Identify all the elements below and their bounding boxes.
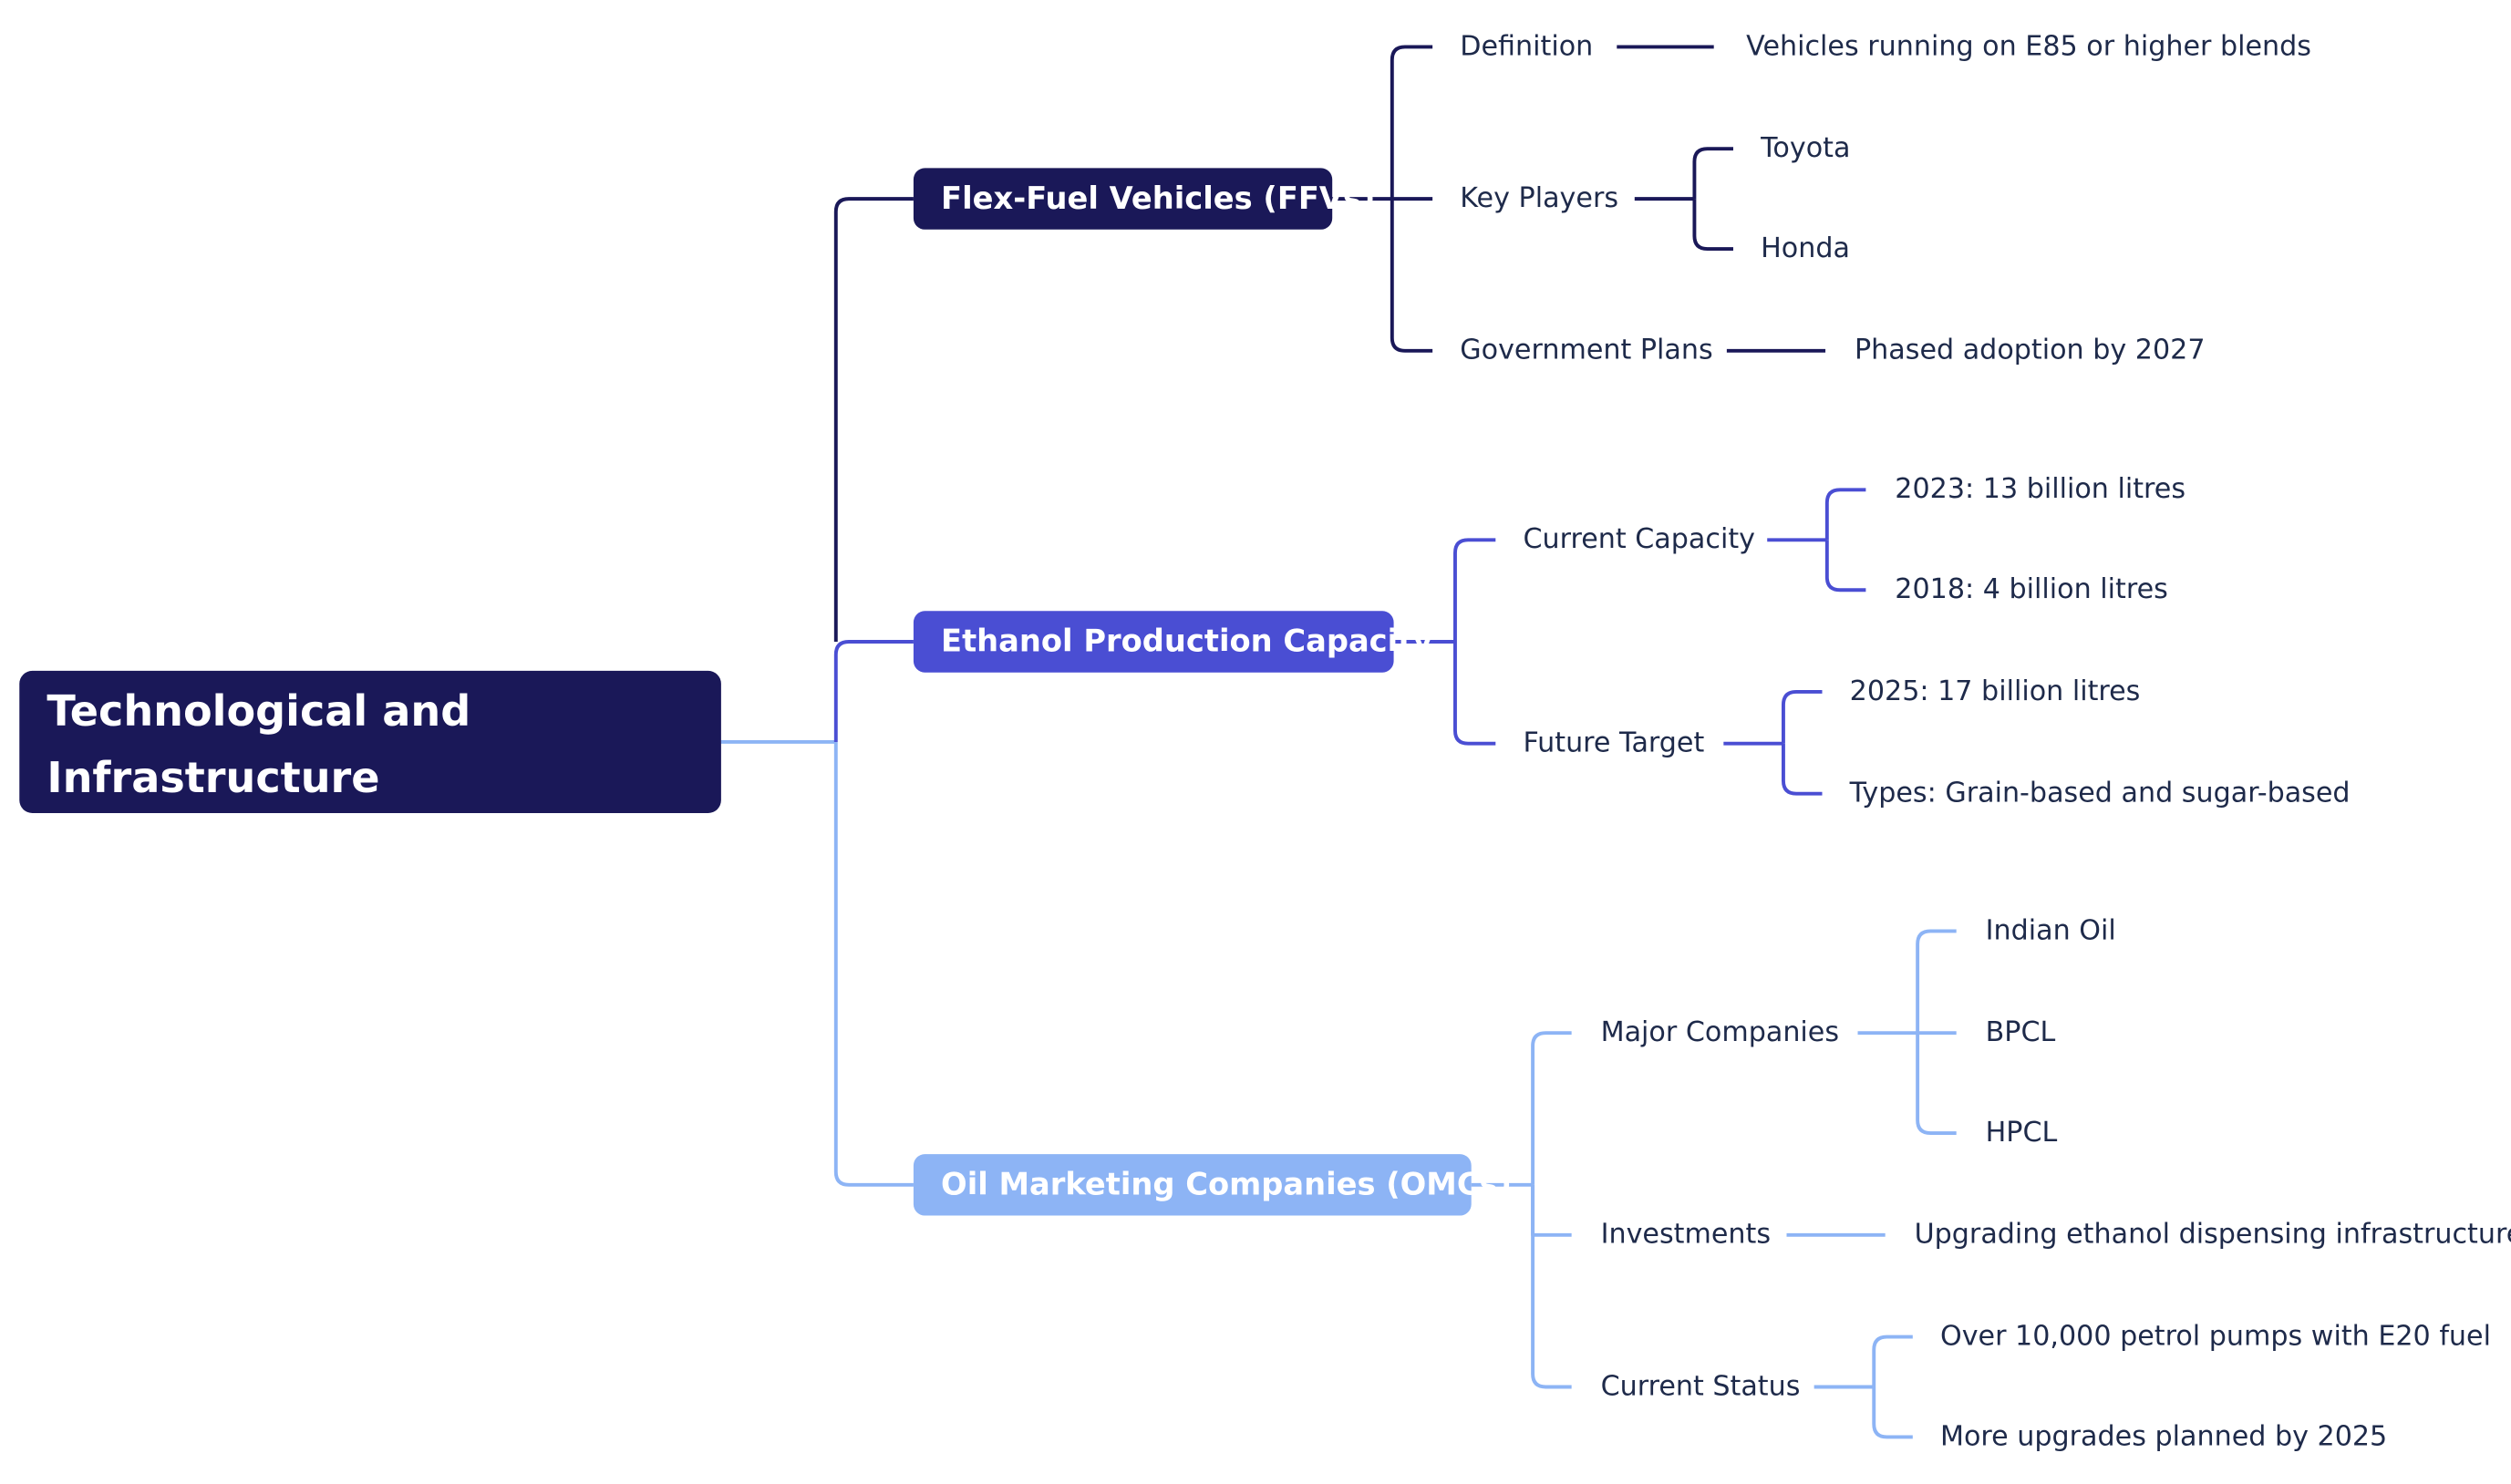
connector-current-to-2023 bbox=[1824, 488, 1866, 541]
node-major-companies[interactable]: Major Companies bbox=[1600, 1016, 1840, 1049]
leaf-2025-target[interactable]: 2025: 17 billion litres bbox=[1849, 675, 2141, 708]
connector-ffv-to-govplans bbox=[1390, 199, 1433, 353]
leaf-bpcl[interactable]: BPCL bbox=[1985, 1016, 2056, 1049]
branch-omc-label: Oil Marketing Companies (OMCs) bbox=[941, 1167, 1513, 1203]
connector-status-to-upgrades bbox=[1872, 1386, 1913, 1439]
leaf-upgrading-infrastructure[interactable]: Upgrading ethanol dispensing infrastruct… bbox=[1914, 1219, 2511, 1252]
connector-root-to-omc bbox=[833, 741, 914, 1187]
node-key-players[interactable]: Key Players bbox=[1460, 182, 1619, 215]
branch-ffv-label: Flex-Fuel Vehicles (FFVs) bbox=[941, 180, 1376, 217]
leaf-2018-capacity[interactable]: 2018: 4 billion litres bbox=[1895, 573, 2168, 606]
leaf-2023-capacity[interactable]: 2023: 13 billion litres bbox=[1895, 473, 2186, 507]
connector-omc-to-investments bbox=[1531, 1184, 1572, 1237]
connector-keyplayers-to-honda bbox=[1692, 199, 1733, 252]
connector-current-to-2018 bbox=[1824, 540, 1866, 593]
connector-ffv-to-definition bbox=[1390, 45, 1433, 200]
node-current-capacity[interactable]: Current Capacity bbox=[1523, 523, 1756, 557]
leaf-indian-oil[interactable]: Indian Oil bbox=[1985, 914, 2116, 948]
connector-ethanol-to-current bbox=[1453, 538, 1496, 643]
node-current-status[interactable]: Current Status bbox=[1600, 1370, 1801, 1404]
connector-omc-to-major bbox=[1531, 1031, 1572, 1185]
node-future-target[interactable]: Future Target bbox=[1523, 727, 1705, 760]
connector-future-to-types bbox=[1781, 743, 1823, 796]
node-definition[interactable]: Definition bbox=[1460, 30, 1594, 64]
connector-major-to-hpcl bbox=[1916, 1033, 1957, 1136]
leaf-hpcl[interactable]: HPCL bbox=[1985, 1117, 2058, 1149]
connector-root-to-ffv bbox=[833, 197, 914, 643]
connector-omc-to-status bbox=[1531, 1184, 1572, 1389]
branch-ethanol[interactable]: Ethanol Production Capacity bbox=[913, 611, 1432, 673]
connector-future-to-2025 bbox=[1781, 690, 1823, 744]
leaf-petrol-pumps[interactable]: Over 10,000 petrol pumps with E20 fuel bbox=[1939, 1320, 2491, 1354]
leaf-types[interactable]: Types: Grain-based and sugar-based bbox=[1849, 777, 2351, 810]
root-node[interactable]: Technological and Infrastructure Develop… bbox=[19, 670, 721, 870]
node-investments[interactable]: Investments bbox=[1600, 1219, 1772, 1252]
connector-major-to-indianoil bbox=[1916, 929, 1957, 1034]
root-label: Technological and Infrastructure Develop… bbox=[46, 688, 471, 871]
leaf-toyota[interactable]: Toyota bbox=[1761, 132, 1851, 165]
connector-root-to-ethanol bbox=[833, 640, 914, 742]
leaf-definition-text[interactable]: Vehicles running on E85 or higher blends bbox=[1746, 30, 2311, 64]
branch-ffv[interactable]: Flex-Fuel Vehicles (FFVs) bbox=[913, 168, 1375, 230]
leaf-honda[interactable]: Honda bbox=[1761, 232, 1850, 265]
branch-omc[interactable]: Oil Marketing Companies (OMCs) bbox=[913, 1154, 1512, 1216]
branch-ethanol-label: Ethanol Production Capacity bbox=[941, 623, 1433, 660]
connector-keyplayers-to-toyota bbox=[1692, 147, 1733, 200]
connector-ethanol-to-future bbox=[1453, 642, 1496, 746]
connector-status-to-pumps bbox=[1872, 1335, 1913, 1387]
leaf-more-upgrades[interactable]: More upgrades planned by 2025 bbox=[1939, 1420, 2388, 1454]
node-government-plans[interactable]: Government Plans bbox=[1460, 335, 1713, 367]
leaf-phased-adoption[interactable]: Phased adoption by 2027 bbox=[1854, 335, 2206, 367]
